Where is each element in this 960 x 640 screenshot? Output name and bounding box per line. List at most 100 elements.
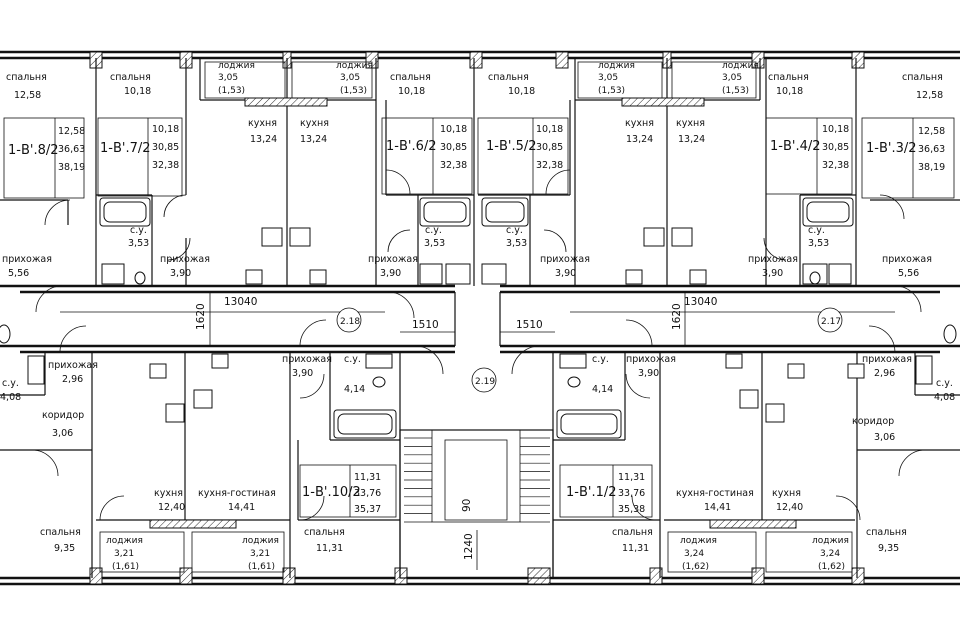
room-name: прихожая [368, 254, 418, 265]
room-area: 3,06 [874, 432, 895, 443]
room-area: 3,05 [598, 73, 618, 83]
room-name: спальня [6, 72, 47, 83]
room-name: кухня [772, 488, 801, 499]
marker-label: 2.19 [475, 377, 495, 387]
dimension-texts: 13040 13040 1620 1620 1510 1510 1240 90 [195, 296, 717, 560]
room-name: лоджия [336, 61, 373, 71]
room-area-sub: (1,62) [682, 562, 709, 572]
apartment-value: 30,85 [536, 142, 563, 153]
marker-label: 2.17 [821, 317, 841, 327]
room-name: спальня [902, 72, 943, 83]
room-name: с.у. [130, 225, 147, 236]
room-area: 3,06 [52, 428, 73, 439]
apartment-value: 10,18 [536, 124, 563, 135]
apartment-value: 33,76 [354, 488, 381, 499]
room-name: прихожая [748, 254, 798, 265]
stove [165, 403, 185, 423]
apartment-value: 38,19 [58, 162, 85, 173]
room-name: прихожая [626, 354, 676, 365]
room-area: 10,18 [776, 86, 803, 97]
apartment-label: 1-В'.10/2 [302, 485, 361, 500]
room-name: спальня [768, 72, 809, 83]
room-name: кухня [625, 118, 654, 129]
room-area: 12,40 [776, 502, 803, 513]
room-area: 3,90 [170, 268, 191, 279]
room-name: прихожая [882, 254, 932, 265]
stove [193, 389, 213, 409]
room-name: прихожая [160, 254, 210, 265]
room-markers [336, 307, 843, 393]
apartment-value: 33,76 [618, 488, 645, 499]
room-name: лоджия [106, 536, 143, 546]
room-area: 2,96 [62, 374, 83, 385]
room-name: спальня [304, 527, 345, 538]
room-area: 3,24 [684, 549, 704, 559]
apartment-value: 32,38 [152, 160, 179, 171]
room-area: 3,05 [340, 73, 360, 83]
apartment-label: 1-В'.8/2 [8, 143, 59, 158]
dimension-stair: 90 [461, 499, 473, 512]
apartment-value: 11,31 [354, 472, 381, 483]
room-name: кухня [300, 118, 329, 129]
room-name: с.у. [592, 354, 609, 365]
apartment-value: 10,18 [822, 124, 849, 135]
apartment-tag-boxes [3, 117, 955, 518]
room-name: с.у. [344, 354, 361, 365]
apartment-label: 1-В'.3/2 [866, 141, 917, 156]
room-area: 4,14 [592, 384, 613, 395]
apartment-label: 1-В'.1/2 [566, 485, 617, 500]
dimension-door: 1510 [412, 319, 439, 331]
room-area: 3,53 [128, 238, 149, 249]
fixtures [0, 197, 957, 439]
room-area-sub: (1,53) [218, 86, 245, 96]
stove [289, 227, 311, 247]
apartment-label: 1-В'.4/2 [770, 139, 821, 154]
room-name: с.у. [425, 225, 442, 236]
room-area: 12,58 [916, 90, 943, 101]
stove [739, 389, 759, 409]
apartment-value: 36,63 [918, 144, 945, 155]
room-area: 10,18 [124, 86, 151, 97]
room-labels: спальня 12,58 спальня 10,18 лоджия 3,05 … [0, 61, 955, 572]
room-area: 5,56 [898, 268, 919, 279]
apartment-value: 35,37 [354, 504, 381, 515]
marker-texts: 2.18 2.17 2.19 [340, 317, 841, 387]
apartment-tags: 1-В'.8/2 12,58 36,63 38,19 1-В'.7/2 10,1… [8, 124, 945, 515]
apartment-value: 10,18 [440, 124, 467, 135]
room-name: прихожая [862, 354, 912, 365]
room-area: 13,24 [678, 134, 705, 145]
room-area: 3,53 [808, 238, 829, 249]
room-area: 4,08 [0, 392, 21, 403]
room-area: 12,40 [158, 502, 185, 513]
room-area: 4,08 [934, 392, 955, 403]
room-name: кухня [248, 118, 277, 129]
room-area: 4,14 [344, 384, 365, 395]
room-name: прихожая [282, 354, 332, 365]
room-name: лоджия [812, 536, 849, 546]
apartment-label: 1-В'.7/2 [100, 141, 151, 156]
room-name: прихожая [48, 360, 98, 371]
room-name: лоджия [218, 61, 255, 71]
stove [671, 227, 693, 247]
room-area: 9,35 [878, 543, 899, 554]
room-area: 11,31 [622, 543, 649, 554]
room-area: 3,53 [424, 238, 445, 249]
room-name: спальня [866, 527, 907, 538]
corridor-walls [0, 284, 960, 354]
marker-label: 2.18 [340, 317, 360, 327]
marker-circle-2-18 [336, 307, 362, 333]
room-area: 9,35 [54, 543, 75, 554]
apartment-label: 1-В'.6/2 [386, 139, 437, 154]
stove [643, 227, 665, 247]
room-name: коридор [852, 416, 894, 427]
apartment-value: 38,19 [918, 162, 945, 173]
room-name: с.у. [936, 378, 953, 389]
room-area: 3,90 [292, 368, 313, 379]
room-area: 5,56 [8, 268, 29, 279]
room-name: спальня [40, 527, 81, 538]
apartment-value: 10,18 [152, 124, 179, 135]
stove [765, 403, 785, 423]
room-name: кухня-гостиная [676, 488, 754, 499]
room-name: прихожая [540, 254, 590, 265]
room-name: лоджия [242, 536, 279, 546]
